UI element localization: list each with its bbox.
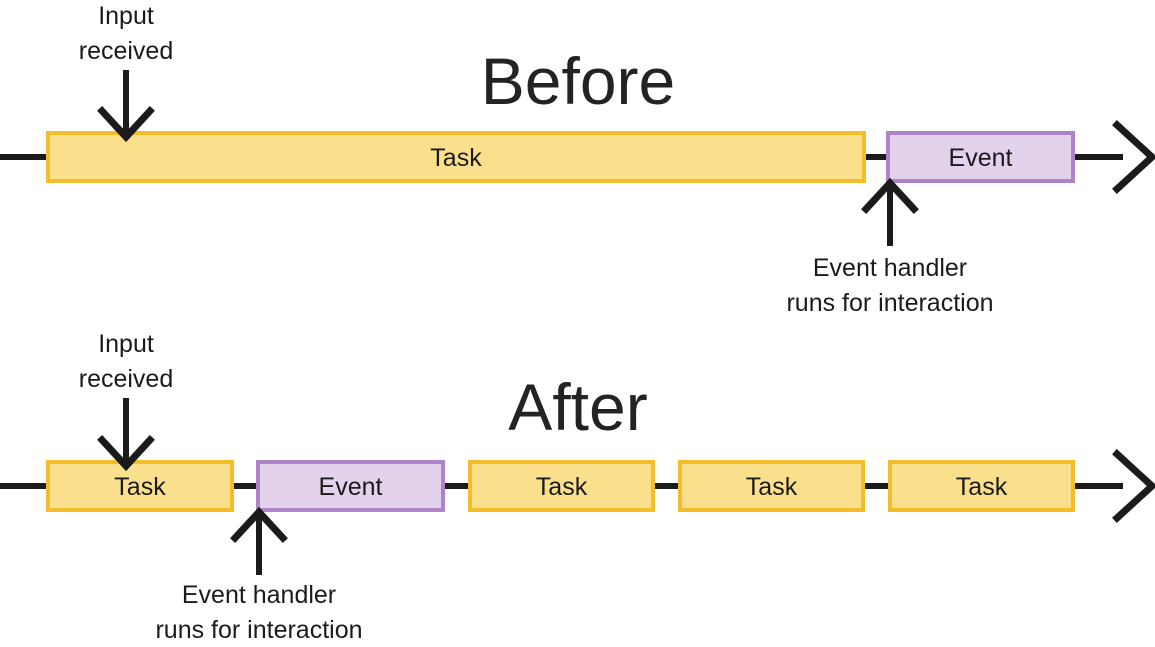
annotation-arrow-head (97, 106, 155, 143)
annotation-arrow-head (230, 506, 288, 543)
task-block-rect (46, 131, 866, 183)
annotation-arrow-head (861, 177, 919, 214)
annotation-label: received (79, 365, 174, 393)
event-block[interactable]: Event (256, 460, 445, 512)
timeline-arrowhead-before (1112, 120, 1155, 194)
task-block[interactable]: Task (678, 460, 865, 512)
task-block[interactable]: Task (46, 460, 234, 512)
timeline-arrowhead-after (1112, 449, 1155, 523)
task-block-label: Task (114, 473, 166, 501)
annotation-input-received-after: Input received (79, 330, 174, 472)
task-block-rect (888, 460, 1075, 512)
event-block-rect (256, 460, 445, 512)
task-block-rect (468, 460, 655, 512)
task-block-rect (46, 460, 234, 512)
task-block[interactable]: Task (46, 131, 866, 183)
event-block-label: Event (949, 144, 1013, 172)
annotation-event-handler-after: Event handler runs for interaction (155, 506, 363, 644)
task-block[interactable]: Task (468, 460, 655, 512)
section-title-after: After (508, 370, 647, 444)
annotation-arrow-head (97, 435, 155, 472)
task-block-label: Task (430, 144, 482, 172)
section-title-before: Before (481, 44, 675, 118)
annotation-label: received (79, 37, 174, 65)
task-block-rect (678, 460, 865, 512)
annotation-label: Input (98, 330, 154, 358)
task-block[interactable]: Task (888, 460, 1075, 512)
event-block-rect (886, 131, 1075, 183)
annotation-label: Event handler (813, 254, 967, 282)
event-block-label: Event (319, 473, 383, 501)
annotation-event-handler-before: Event handler runs for interaction (786, 177, 994, 317)
task-block-label: Task (746, 473, 798, 501)
task-block-label: Task (956, 473, 1008, 501)
annotation-label: runs for interaction (155, 616, 362, 644)
event-block[interactable]: Event (886, 131, 1075, 183)
annotation-label: Event handler (182, 581, 336, 609)
annotation-label: runs for interaction (786, 289, 993, 317)
task-block-label: Task (536, 473, 588, 501)
annotation-label: Input (98, 2, 154, 30)
annotation-input-received-before: Input received (79, 2, 174, 143)
